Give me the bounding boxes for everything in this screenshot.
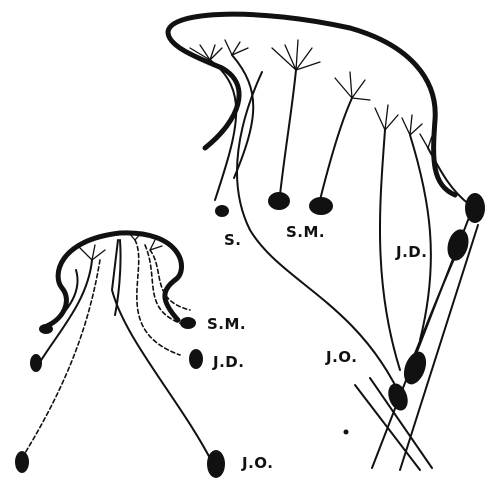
left-figure: [15, 232, 225, 478]
left-sm-cell: [180, 317, 196, 329]
left-cell-small: [39, 324, 53, 334]
right-jd-fiber-2: [410, 135, 431, 340]
left-dashed-1: [135, 240, 180, 355]
left-cell-mid: [30, 354, 42, 372]
right-branches: [190, 40, 434, 148]
right-label-jd: J.D.: [396, 245, 427, 260]
right-crest-outline: [168, 14, 455, 195]
right-sm-cell-1: [268, 192, 290, 210]
right-jo-cell-1: [400, 349, 430, 388]
left-jo-cell: [207, 450, 225, 478]
left-label-sm: S.M.: [207, 317, 246, 332]
right-label-sm: S.M.: [286, 225, 325, 240]
left-label-jo: J.O.: [242, 456, 273, 471]
right-label-jo: J.O.: [326, 350, 357, 365]
right-trunk-4: [400, 225, 478, 470]
right-jo-cell-2: [385, 381, 411, 413]
left-jd-cell: [189, 349, 203, 369]
right-sm-cell-2: [309, 197, 333, 215]
right-label-s: S.: [224, 233, 242, 248]
right-sm-fiber-2: [320, 98, 352, 200]
left-inner-fiber-a: [48, 270, 78, 328]
left-bottom-cell: [15, 451, 29, 473]
right-figure: [168, 14, 485, 470]
right-jd-cell-1: [465, 193, 485, 223]
left-label-jd: J.D.: [213, 355, 244, 370]
right-s-cell: [215, 205, 229, 217]
right-sm-fiber-1: [280, 70, 296, 195]
right-dot: [344, 430, 349, 435]
